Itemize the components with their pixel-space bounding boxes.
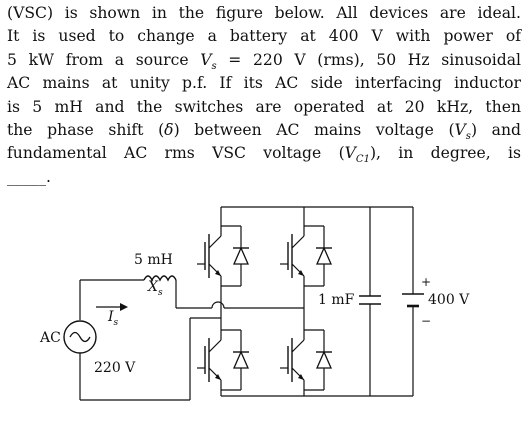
battery-plus-sign: + [421, 275, 431, 289]
switch-s3 [279, 225, 333, 287]
switch-s2 [279, 329, 333, 391]
current-arrow-icon [120, 303, 128, 311]
ac-source-label: AC [39, 330, 61, 346]
battery-minus-sign: − [421, 314, 431, 328]
inductor-label: 5 mH [134, 252, 173, 268]
battery-label: 400 V [428, 292, 470, 308]
question-line: the phase shift (δ) between AC mains vol… [7, 120, 521, 143]
current-label: Is [107, 309, 119, 328]
reactance-label: Xs [147, 279, 163, 298]
question-line: is 5 mH and the switches are operated at… [7, 97, 521, 116]
question-text: (VSC) is shown in the figure below. All … [7, 2, 521, 189]
inductor-coil [143, 275, 177, 282]
vsc-circuit-diagram: 5 mH Xs Is AC 220 V 1 mF 400 V + − [39, 206, 470, 401]
sine-wave-icon [69, 331, 91, 343]
question-line: fundamental AC rms VSC voltage (VC1), in… [7, 144, 521, 166]
question-line: (VSC) is shown in the figure below. All … [7, 4, 521, 22]
question-line: AC mains at unity p.f. If its AC side in… [7, 74, 521, 93]
question-line: It is used to change a battery at 400 V … [7, 27, 521, 46]
source-voltage-label: 220 V [94, 360, 136, 376]
question-answer-blank: _____. [7, 167, 51, 186]
capacitor-label: 1 mF [318, 292, 355, 308]
wire-crossover [211, 301, 225, 309]
question-line: 5 kW from a source Vs = 220 V (rms), 50 … [7, 50, 521, 72]
switch-s4 [196, 329, 250, 391]
switch-s1 [196, 225, 250, 287]
